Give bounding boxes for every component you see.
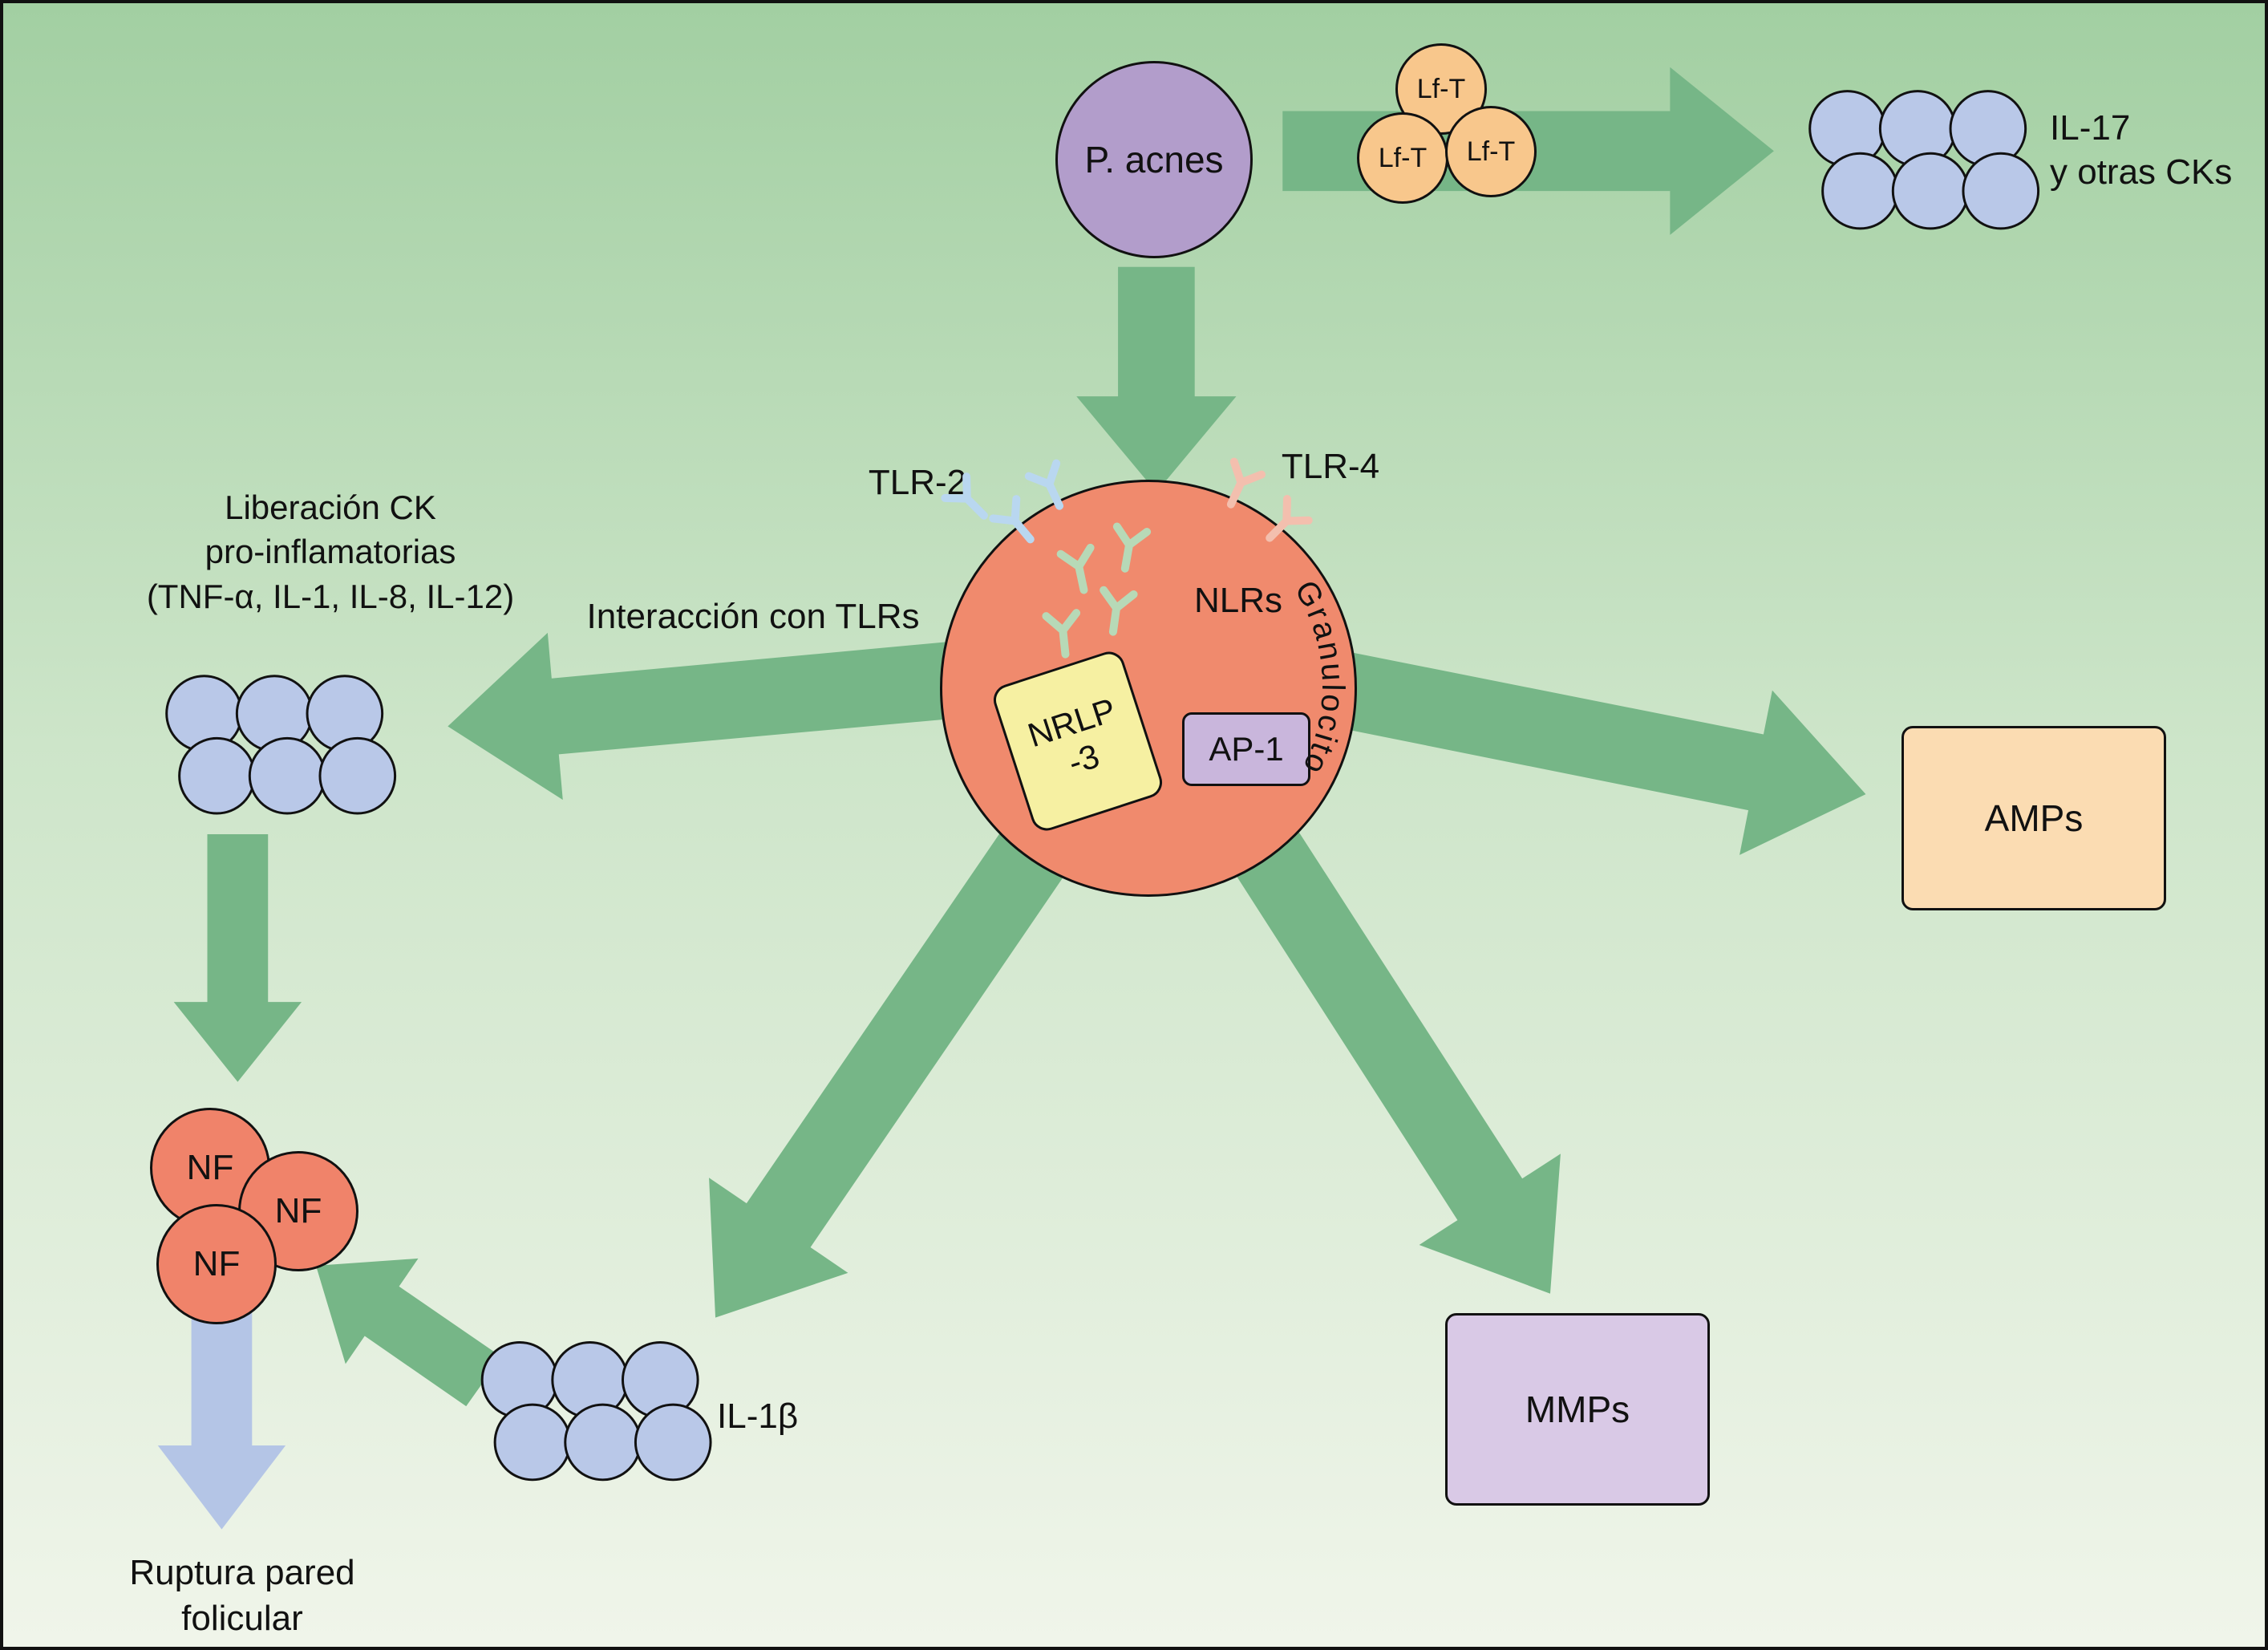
lft-circle: Lf-T: [1357, 112, 1448, 204]
ap1-box: AP-1: [1182, 712, 1310, 786]
il1b-label: IL-1β: [717, 1397, 799, 1436]
nlrs-label: NLRs: [1193, 581, 1283, 620]
mmps-box: MMPs: [1445, 1313, 1710, 1506]
arrow-granulocyte-to-amps: [1339, 652, 1866, 855]
il17-text: IL-17 y otras CKs: [2050, 106, 2232, 194]
arrow-pacnes-to-granulocyte: [1076, 266, 1237, 493]
tlr4-label: TLR-4: [1281, 447, 1380, 486]
il17-line2: y otras CKs: [2050, 152, 2233, 192]
follicle-rupture-text: Ruptura pared folicular: [129, 1550, 354, 1641]
nf-circle: NF: [156, 1204, 277, 1324]
cytokine-release-line2: pro-inflamatorias: [205, 533, 456, 571]
follicle-rupture-line1: Ruptura pared: [129, 1552, 355, 1592]
arrows-layer: [157, 67, 1866, 1530]
cytokine-release-line3: (TNF-α, IL-1, IL-8, IL-12): [146, 577, 515, 615]
lft-label: Lf-T: [1466, 136, 1516, 167]
arrow-granulocyte-to-il1b: [709, 828, 1067, 1318]
lft-circle: Lf-T: [1445, 106, 1537, 197]
arrow-nf-to-rupture: [157, 1309, 286, 1530]
p-acnes-label: P. acnes: [1084, 139, 1224, 180]
il17-line1: IL-17: [2050, 108, 2131, 148]
cytokine-release-line1: Liberación CK: [225, 488, 436, 526]
tlr2-label: TLR-2: [868, 463, 967, 502]
nrlp3-line2: -3: [1063, 736, 1104, 782]
arrow-granulocyte-to-ck: [448, 632, 974, 801]
mmps-label: MMPs: [1525, 1389, 1630, 1430]
cytokine-release-text: Liberación CK pro-inflamatorias (TNF-α, …: [147, 485, 514, 618]
nf-circle: NF: [238, 1151, 358, 1271]
arrow-granulocyte-to-mmps: [1230, 825, 1561, 1294]
p-acnes-cell: P. acnes: [1055, 61, 1253, 258]
nf-label: NF: [274, 1191, 322, 1230]
lft-label: Lf-T: [1416, 73, 1466, 104]
nf-label: NF: [186, 1148, 234, 1187]
lft-label: Lf-T: [1378, 142, 1428, 173]
tlr-interaction-label: Interacción con TLRs: [586, 597, 920, 636]
arrow-ck-to-nf: [173, 833, 302, 1082]
ap1-label: AP-1: [1209, 730, 1284, 768]
amps-label: AMPs: [1984, 797, 2084, 839]
arrow-il1b-to-nf: [315, 1258, 502, 1407]
amps-box: AMPs: [1901, 726, 2166, 910]
nf-label: NF: [192, 1244, 241, 1283]
follicle-rupture-line2: folicular: [181, 1599, 303, 1638]
